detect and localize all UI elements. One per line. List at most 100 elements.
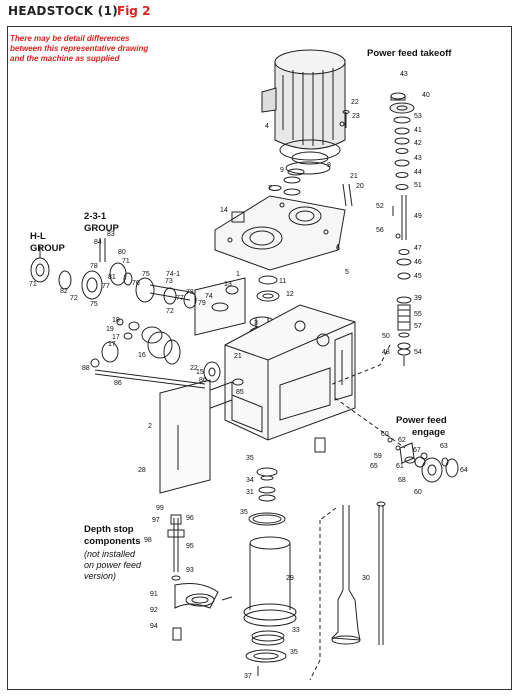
callout: 35 [246, 455, 254, 462]
callout: 86 [199, 377, 207, 384]
callout: 50 [382, 333, 390, 340]
callout: 67 [413, 447, 421, 454]
callout: 15 [196, 369, 204, 376]
callout: 91 [150, 591, 158, 598]
callout: 79 [198, 300, 206, 307]
motor-drawing [261, 49, 346, 165]
diagram-frame [7, 26, 512, 690]
power-feed-takeoff-label: Power feed takeoff [367, 48, 452, 59]
callout: 76 [132, 280, 140, 287]
callout: 47 [414, 245, 422, 252]
callout: 4 [265, 123, 269, 130]
callout: 17 [112, 334, 120, 341]
callout: 80 [118, 249, 126, 256]
disclaimer-line: and the machine as supplied [10, 54, 120, 63]
callout: 71 [29, 281, 37, 288]
callout: 20 [356, 183, 364, 190]
callout: 84 [94, 239, 102, 246]
group-hl-label-line2: GROUP [30, 243, 65, 254]
callout: 72 [70, 295, 78, 302]
callout: 8 [327, 162, 331, 169]
callout: 19 [106, 326, 114, 333]
callout: 2 [148, 423, 152, 430]
depth-stop-note-line2: on power feed [84, 560, 142, 570]
page-title: HEADSTOCK (1) [8, 4, 119, 18]
callout: 92 [150, 607, 158, 614]
callout: 60 [381, 431, 389, 438]
callout: 74-1 [166, 271, 180, 278]
figure-number: Fig 2 [117, 4, 151, 18]
callout: 77 [102, 283, 110, 290]
callout: 78 [186, 289, 194, 296]
callout: 46 [414, 259, 422, 266]
callout: 11 [279, 278, 286, 285]
callout: 43 [400, 71, 408, 78]
callout: 73 [165, 278, 173, 285]
callout: 48 [382, 349, 390, 356]
callout: 22 [351, 99, 359, 106]
callout: 55 [414, 311, 422, 318]
callout: 96 [186, 515, 194, 522]
callout: 83 [107, 231, 115, 238]
callout: 85 [236, 389, 244, 396]
callout: 6 [336, 245, 340, 252]
callout: 41 [414, 127, 422, 134]
callout: 5 [345, 269, 349, 276]
power-feed-engage-label-line2: engage [412, 427, 446, 438]
callout: 94 [150, 623, 158, 630]
callout: 61 [396, 463, 404, 470]
callout: 39 [414, 295, 422, 302]
callout: 56 [376, 227, 384, 234]
callout: 95 [186, 543, 194, 550]
callout: 72 [166, 308, 174, 315]
callout: 51 [414, 182, 422, 189]
callout: 88 [82, 365, 90, 372]
callout: 75 [142, 271, 150, 278]
callout: 37 [244, 673, 252, 680]
group-231-label-line1: 2-3-1 [84, 211, 107, 222]
callout: 77 [176, 295, 184, 302]
gear-train-drawing [30, 238, 239, 389]
callout: 28 [138, 467, 146, 474]
callout: 71 [122, 258, 130, 265]
callout: 86 [114, 380, 122, 387]
power-feed-takeoff-drawing [389, 92, 415, 366]
callout: 54 [414, 349, 422, 356]
disclaimer-note: There may be detail differences between … [10, 34, 210, 64]
depth-stop-label-line1: Depth stop [84, 524, 134, 535]
callout: 9 [280, 167, 284, 174]
callout: 3 [254, 320, 258, 327]
callout: 23 [352, 113, 360, 120]
spindle-drawing [309, 505, 361, 681]
callout: 40 [422, 92, 430, 99]
callout: 22 [190, 365, 198, 372]
quill-drawing [243, 467, 297, 676]
depth-stop-note-line1: (not installed [84, 549, 136, 559]
depth-stop-drawing [167, 514, 233, 641]
callout: 17 [108, 341, 116, 348]
callout: 44 [414, 169, 422, 176]
callout: 14 [220, 207, 228, 214]
callout: 18 [112, 317, 120, 324]
disclaimer-line: There may be detail differences [10, 34, 130, 43]
callout: 30 [362, 575, 370, 582]
callout: 52 [376, 203, 384, 210]
callout: 59 [374, 453, 382, 460]
headstock-body-drawing [224, 304, 356, 441]
callout: 21 [234, 353, 242, 360]
top-plate-drawing [214, 195, 346, 271]
callout: 42 [414, 140, 422, 147]
group-231-label-line2: GROUP [84, 223, 119, 234]
callout: 31 [246, 489, 254, 496]
callout: 49 [414, 213, 422, 220]
callout: 29 [286, 575, 294, 582]
callout: 13 [224, 281, 232, 288]
callout: 16 [138, 352, 146, 359]
callout: 65 [370, 463, 378, 470]
callout: 81 [108, 274, 116, 281]
group-hl-label-line1: H-L [30, 231, 46, 242]
callout: 62 [398, 437, 406, 444]
depth-stop-label-line2: components [84, 536, 141, 547]
disclaimer-line: between this representative drawing [10, 44, 149, 53]
callout-labels: 4 22 23 8 9 7 21 20 14 6 11 12 3 5 1 13 … [29, 71, 468, 680]
